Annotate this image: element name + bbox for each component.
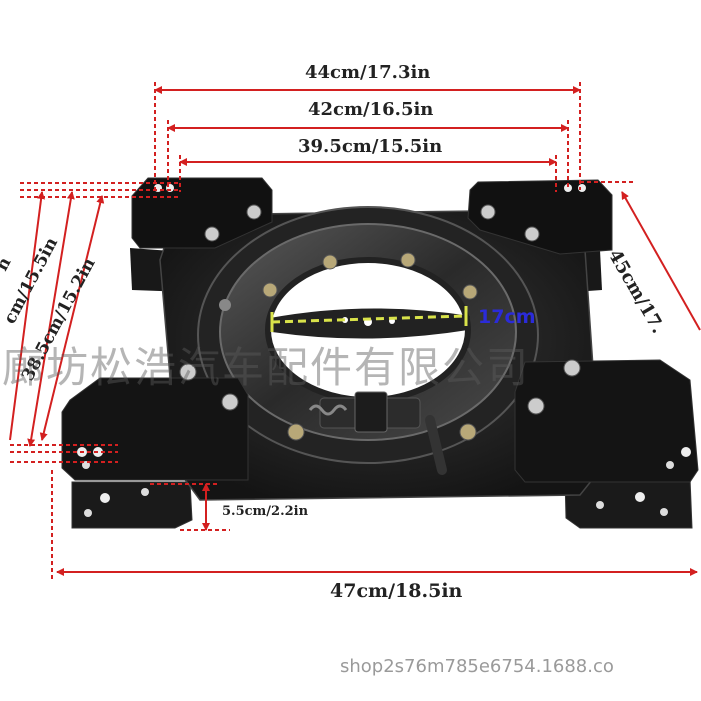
lower-bracket-left bbox=[71, 481, 193, 529]
dimension-lines bbox=[9, 82, 701, 580]
center-span-measure bbox=[270, 306, 468, 332]
mount-plate-front-left bbox=[61, 363, 249, 481]
dimension-label-42cm: 42cm/16.5in bbox=[308, 99, 434, 120]
lower-bracket-right bbox=[564, 477, 693, 529]
mount-plate-top-right bbox=[467, 179, 613, 255]
center-span-label: 17cm bbox=[478, 306, 536, 328]
dimension-label-47cm: 47cm/18.5in bbox=[330, 580, 463, 602]
mount-plate-front-right bbox=[514, 359, 699, 483]
shop-url-watermark: shop2s76m785e6754.1688.co bbox=[340, 656, 614, 677]
base-plate bbox=[159, 206, 601, 501]
dimension-label-height: 5.5cm/2.2in bbox=[222, 504, 309, 519]
dimension-label-39-5cm: 39.5cm/15.5in bbox=[298, 136, 443, 157]
dimension-label-44cm: 44cm/17.3in bbox=[305, 62, 431, 83]
company-watermark: 廊坊松浩汽车配件有限公司 bbox=[2, 343, 531, 392]
